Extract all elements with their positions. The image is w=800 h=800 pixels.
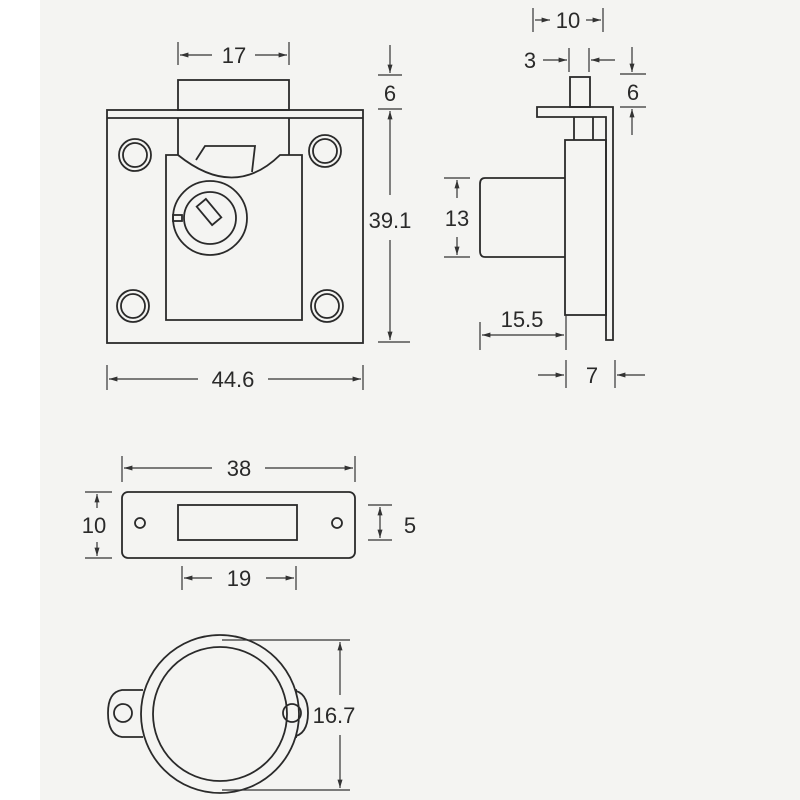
mounting-holes	[116, 134, 344, 323]
strike-plate-outline	[121, 491, 356, 559]
front-view: 17 6 39.1 44.6	[106, 42, 412, 392]
dim-body-depth: 15.5	[501, 307, 544, 332]
dim-slot-length: 19	[227, 566, 251, 591]
dim-height: 39.1	[369, 208, 412, 233]
dim-total-depth: 10	[556, 8, 580, 33]
dim-slot-height: 5	[404, 513, 416, 538]
side-body	[564, 139, 607, 316]
dim-strike-length: 38	[227, 456, 251, 481]
dim-body-height: 13	[445, 206, 469, 231]
front-plate	[106, 109, 364, 344]
dim-bolt-width: 17	[222, 43, 246, 68]
dim-width: 44.6	[212, 367, 255, 392]
dim-pin-height: 6	[627, 80, 639, 105]
dim-plate-depth: 7	[586, 363, 598, 388]
strike-plate: 38 10 5 19	[82, 456, 416, 591]
escutcheon-ring: 16.7	[107, 634, 356, 794]
side-bolt	[479, 177, 565, 258]
dim-pin-offset: 3	[524, 48, 536, 73]
dim-ring-diameter: 16.7	[313, 703, 356, 728]
side-view: 10 3 6 13 15.5 7	[444, 8, 646, 388]
side-plate	[536, 106, 614, 341]
strike-slot	[177, 504, 298, 541]
dim-bolt-offset: 6	[384, 81, 396, 106]
lock-body	[165, 154, 303, 321]
key-cylinder	[172, 180, 248, 256]
dim-strike-height: 10	[82, 513, 106, 538]
